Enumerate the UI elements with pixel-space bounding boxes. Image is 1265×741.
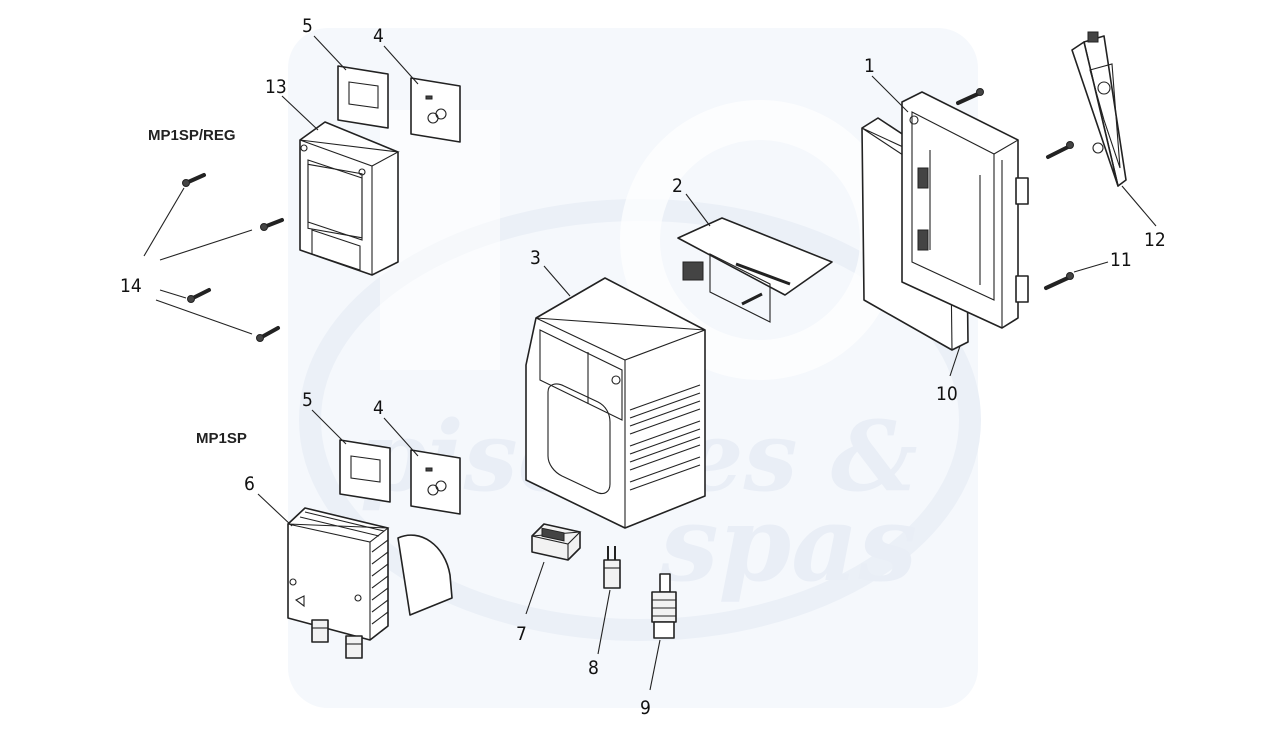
- part-1-back-panel: [901, 91, 1029, 329]
- screw-bracket: [1046, 141, 1074, 159]
- callout-8: 8: [588, 657, 599, 679]
- model-label-reg: MP1SP/REG: [148, 127, 236, 144]
- callout-6: 6: [244, 473, 255, 495]
- callout-2: 2: [672, 175, 683, 197]
- screw-14c: [187, 288, 211, 303]
- screw-top-back: [956, 88, 984, 105]
- callout-11: 11: [1110, 249, 1132, 271]
- pump-fins: [299, 511, 389, 625]
- callout-7: 7: [516, 623, 527, 645]
- leader-lines: [143, 35, 1157, 691]
- callout-5-top: 5: [302, 15, 313, 37]
- part-4-keypad-plate-bottom: [410, 449, 461, 515]
- callout-9: 9: [640, 697, 651, 719]
- callout-3: 3: [530, 247, 541, 269]
- callout-5-bottom: 5: [302, 389, 313, 411]
- screw-14b: [260, 218, 284, 231]
- callout-1: 1: [864, 55, 875, 77]
- callout-4-top: 4: [373, 25, 384, 47]
- watermark-word-2: spas: [659, 482, 917, 605]
- part-7-switch: [531, 523, 582, 561]
- callout-4-bottom: 4: [373, 397, 384, 419]
- pump-fittings: [311, 619, 363, 659]
- watermark-letter-block: [380, 110, 500, 370]
- part-13-cover-reg: [299, 121, 400, 276]
- callout-10: 10: [936, 383, 958, 405]
- part-12-wall-bracket: [1071, 31, 1127, 187]
- screw-14a: [182, 173, 206, 187]
- callout-12: 12: [1144, 229, 1166, 251]
- callout-13: 13: [265, 76, 287, 98]
- part-6-pump-head: [287, 507, 453, 659]
- part-5-label-plate-bottom: [339, 439, 391, 503]
- part-14-screws: [182, 173, 284, 342]
- part-9-cable-gland: [651, 573, 677, 639]
- part-5-label-plate-top: [337, 65, 389, 129]
- housing-vents: [629, 384, 701, 491]
- screw-14d: [256, 326, 280, 342]
- part-3-main-housing: [525, 277, 706, 529]
- part-8-connector: [603, 546, 621, 589]
- callout-14: 14: [120, 275, 142, 297]
- model-label-std: MP1SP: [196, 430, 247, 447]
- callout-numbers: 5 4 13 14 5 4 6 1 2 3 12 11 10 7 8 9: [120, 15, 1166, 719]
- part-2-circuit-board: [677, 217, 833, 323]
- part-4-keypad-plate-top: [410, 77, 461, 143]
- part-11-screw: [1044, 272, 1074, 290]
